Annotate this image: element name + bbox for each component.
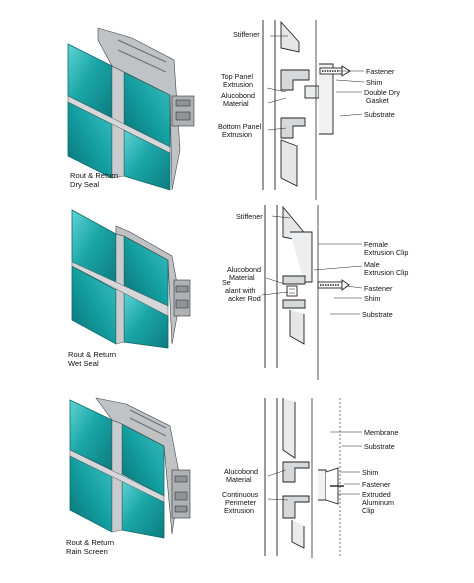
label-stiffener: Stiffener: [233, 30, 260, 39]
label-membrane: Membrane: [364, 428, 398, 437]
label-top-panel-extrusion-1: Top Panel: [221, 72, 253, 81]
label-clip-1: Extruded: [362, 490, 391, 499]
wet-seal-caption-line2: Wet Seal: [68, 359, 99, 368]
label-gasket-1: Double Dry: [364, 88, 400, 97]
label-rain-shim: Shim: [362, 468, 378, 477]
label-sealant-2: alant with: [225, 286, 255, 295]
dry-seal-caption-line1: Rout & Return: [70, 171, 118, 180]
label-wet-alucobond-2: Material: [229, 273, 255, 282]
label-wet-shim: Shim: [364, 294, 380, 303]
wet-seal-section-detail: [264, 205, 350, 380]
label-male-clip-1: Male: [364, 260, 380, 269]
rain-screen-caption-line2: Rain Screen: [66, 547, 108, 556]
label-female-clip-1: Female: [364, 240, 388, 249]
label-wet-fastener: Fastener: [364, 284, 393, 293]
label-sealant-3: acker Rod: [228, 294, 261, 303]
wet-seal-caption-line1: Rout & Return: [68, 350, 116, 359]
rain-screen-section-detail: [264, 398, 344, 558]
panel-dry-seal: Rout & Return Dry Seal Stiffene: [67, 20, 400, 200]
panel-wet-seal: Rout & Return Wet Seal S: [68, 205, 408, 380]
label-clip-3: Clip: [362, 506, 374, 515]
rain-screen-isometric-panels: [69, 397, 191, 539]
label-alucobond-1: Alucobond: [221, 91, 255, 100]
label-rain-alucobond-2: Material: [226, 475, 252, 484]
label-shim: Shim: [366, 78, 382, 87]
rain-screen-caption-line1: Rout & Return: [66, 538, 114, 547]
wet-seal-isometric-panels: [71, 209, 191, 349]
label-wet-substrate: Substrate: [362, 310, 393, 319]
label-clip-2: Aluminum: [362, 498, 394, 507]
dry-seal-section-detail: [262, 20, 351, 200]
panel-rain-screen: Rout & Return Rain Screen Membrane Subst…: [66, 397, 398, 558]
label-rain-substrate: Substrate: [364, 442, 395, 451]
label-top-panel-extrusion-2: Extrusion: [223, 80, 253, 89]
wet-seal-leaders: [261, 215, 363, 315]
label-rain-fastener: Fastener: [362, 480, 391, 489]
label-fastener: Fastener: [366, 67, 395, 76]
label-substrate: Substrate: [364, 110, 395, 119]
label-perimeter-1: Continuous: [222, 490, 259, 499]
label-bottom-panel-extrusion-1: Bottom Panel: [218, 122, 262, 131]
label-alucobond-2: Material: [223, 99, 249, 108]
label-bottom-panel-extrusion-2: Extrusion: [222, 130, 252, 139]
label-rain-alucobond-1: Alucobond: [224, 467, 258, 476]
dry-seal-isometric-panels: [67, 27, 195, 191]
label-male-clip-2: Extrusion Clip: [364, 268, 408, 277]
label-wet-stiffener: Stiffener: [236, 212, 263, 221]
label-sealant-1: Se: [222, 278, 231, 287]
label-perimeter-3: Extrusion: [224, 506, 254, 515]
label-female-clip-2: Extrusion Clip: [364, 248, 408, 257]
label-wet-alucobond-1: Alucobond: [227, 265, 261, 274]
rain-screen-leaders: [267, 431, 362, 501]
dry-seal-leaders: [266, 35, 365, 131]
label-gasket-2: Gasket: [366, 96, 389, 105]
dry-seal-caption-line2: Dry Seal: [70, 180, 99, 189]
label-perimeter-2: Perimeter: [225, 498, 257, 507]
